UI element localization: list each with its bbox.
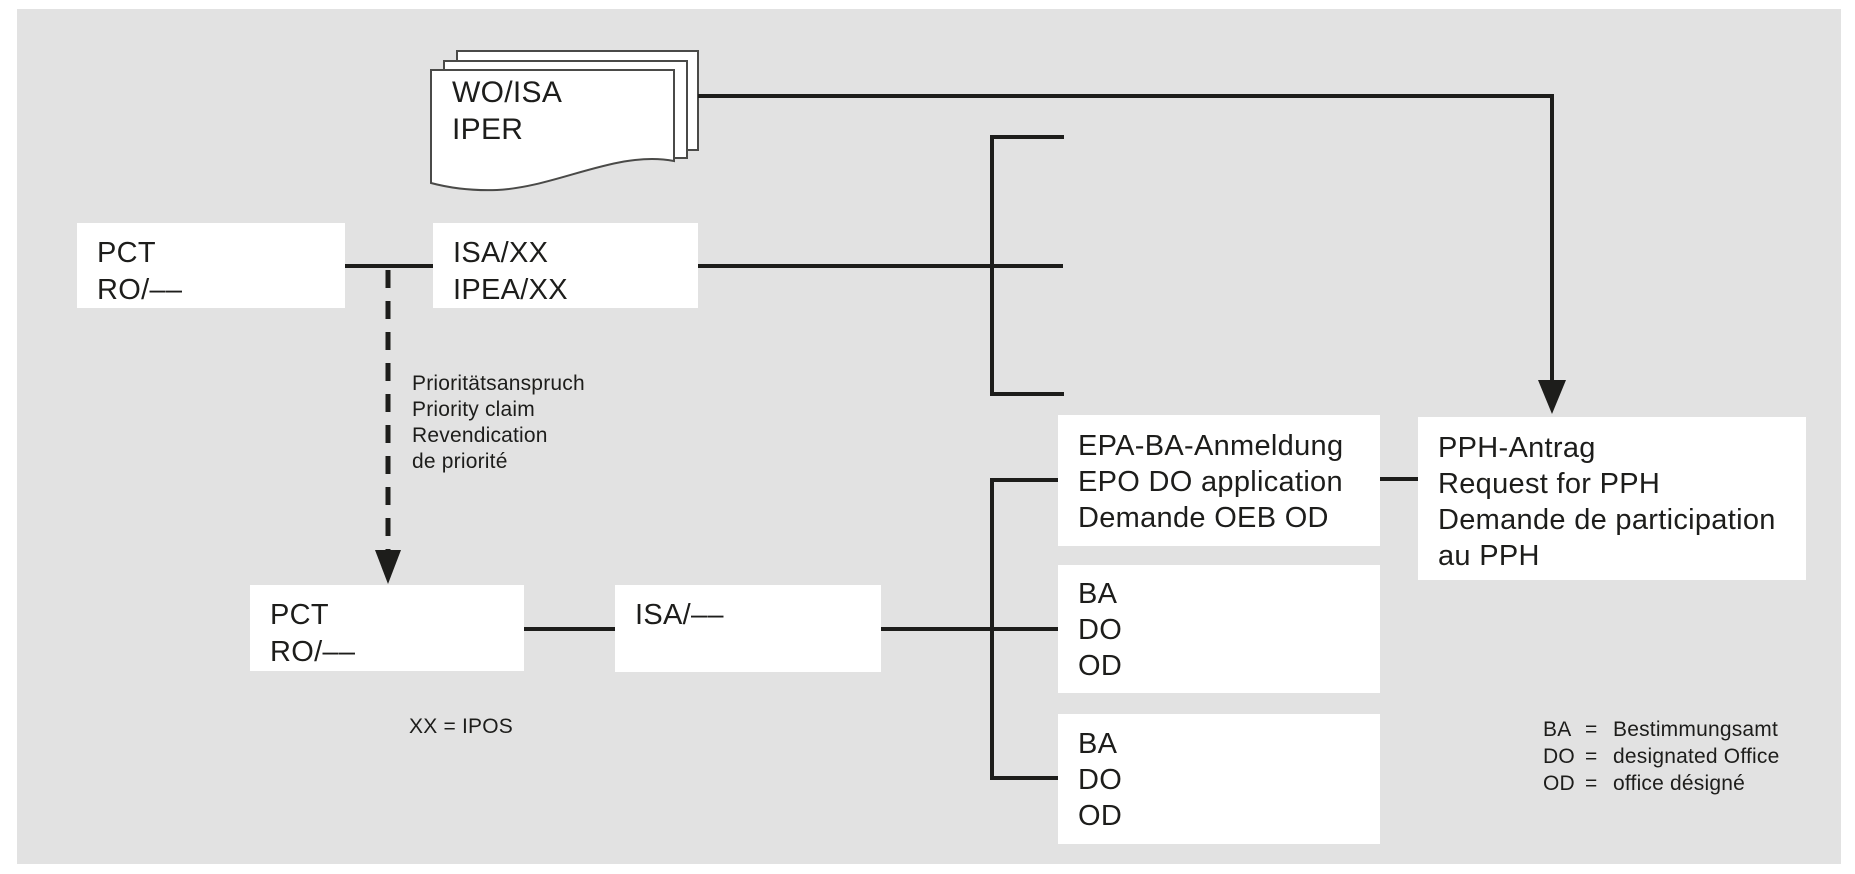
box-text-line: BA (1078, 578, 1118, 610)
box-text-line: RO/–– (97, 274, 183, 306)
box-text-line: PCT (97, 237, 156, 269)
box-text-line: PPH-Antrag (1438, 432, 1596, 464)
box-pct-ro-upper: PCT RO/–– (77, 223, 345, 308)
box-isa-lower: ISA/–– (615, 585, 881, 672)
legend-row: BA = Bestimmungsamt (1543, 716, 1779, 743)
legend-equals: = (1585, 745, 1598, 768)
legend-abbr: DO (1543, 745, 1575, 768)
box-text-line: au PPH (1438, 540, 1540, 572)
box-text-line: OD (1078, 800, 1123, 832)
box-text-line: RO/–– (270, 636, 356, 668)
legend-abbr: OD (1543, 772, 1575, 795)
box-text-line: Demande OEB OD (1078, 502, 1329, 534)
box-text-line: ISA/–– (635, 599, 724, 631)
priority-claim-label: Prioritätsanspruch Priority claim Revend… (412, 371, 585, 475)
box-ba-do-od-2: BA DO OD (1058, 714, 1380, 844)
legend-label: office désigné (1613, 772, 1746, 795)
legend-label: Bestimmungsamt (1613, 718, 1779, 741)
legend-row: OD = office désigné (1543, 770, 1779, 797)
box-epa-ba-anmeldung: EPA-BA-Anmeldung EPO DO application Dema… (1058, 415, 1380, 546)
box-ba-do-od-1: BA DO OD (1058, 565, 1380, 693)
box-text-line: BA (1078, 728, 1118, 760)
box-text-line: DO (1078, 614, 1123, 646)
box-text-line: PCT (270, 599, 329, 631)
priority-claim-line: Revendication (412, 424, 548, 447)
legend-equals: = (1585, 772, 1598, 795)
box-text-line: DO (1078, 764, 1123, 796)
box-text-line: OD (1078, 650, 1123, 682)
abbreviation-legend: BA = Bestimmungsamt DO = designated Offi… (1543, 716, 1779, 797)
box-text-line: IPEA/XX (453, 274, 568, 306)
box-text-line: Request for PPH (1438, 468, 1661, 500)
legend-label: designated Office (1613, 745, 1780, 768)
priority-claim-line: Priority claim (412, 398, 535, 421)
priority-claim-line: de priorité (412, 450, 508, 473)
priority-claim-line: Prioritätsanspruch (412, 372, 585, 395)
legend-abbr: BA (1543, 718, 1572, 741)
box-text-line: EPA-BA-Anmeldung (1078, 430, 1344, 462)
legend-row: DO = designated Office (1543, 743, 1779, 770)
box-isa-ipea: ISA/XX IPEA/XX (433, 223, 698, 308)
box-text-line: EPO DO application (1078, 466, 1343, 498)
document-label: WO/ISA IPER (452, 74, 562, 148)
box-text-line: Demande de participation (1438, 504, 1776, 536)
xx-ipos-note: XX = IPOS (409, 715, 513, 738)
box-pph-request: PPH-Antrag Request for PPH Demande de pa… (1418, 417, 1806, 580)
box-pct-ro-lower: PCT RO/–– (250, 585, 524, 671)
box-text-line: ISA/XX (453, 237, 549, 269)
document-label-line: IPER (452, 113, 524, 146)
legend-equals: = (1585, 718, 1598, 741)
document-label-line: WO/ISA (452, 76, 563, 109)
